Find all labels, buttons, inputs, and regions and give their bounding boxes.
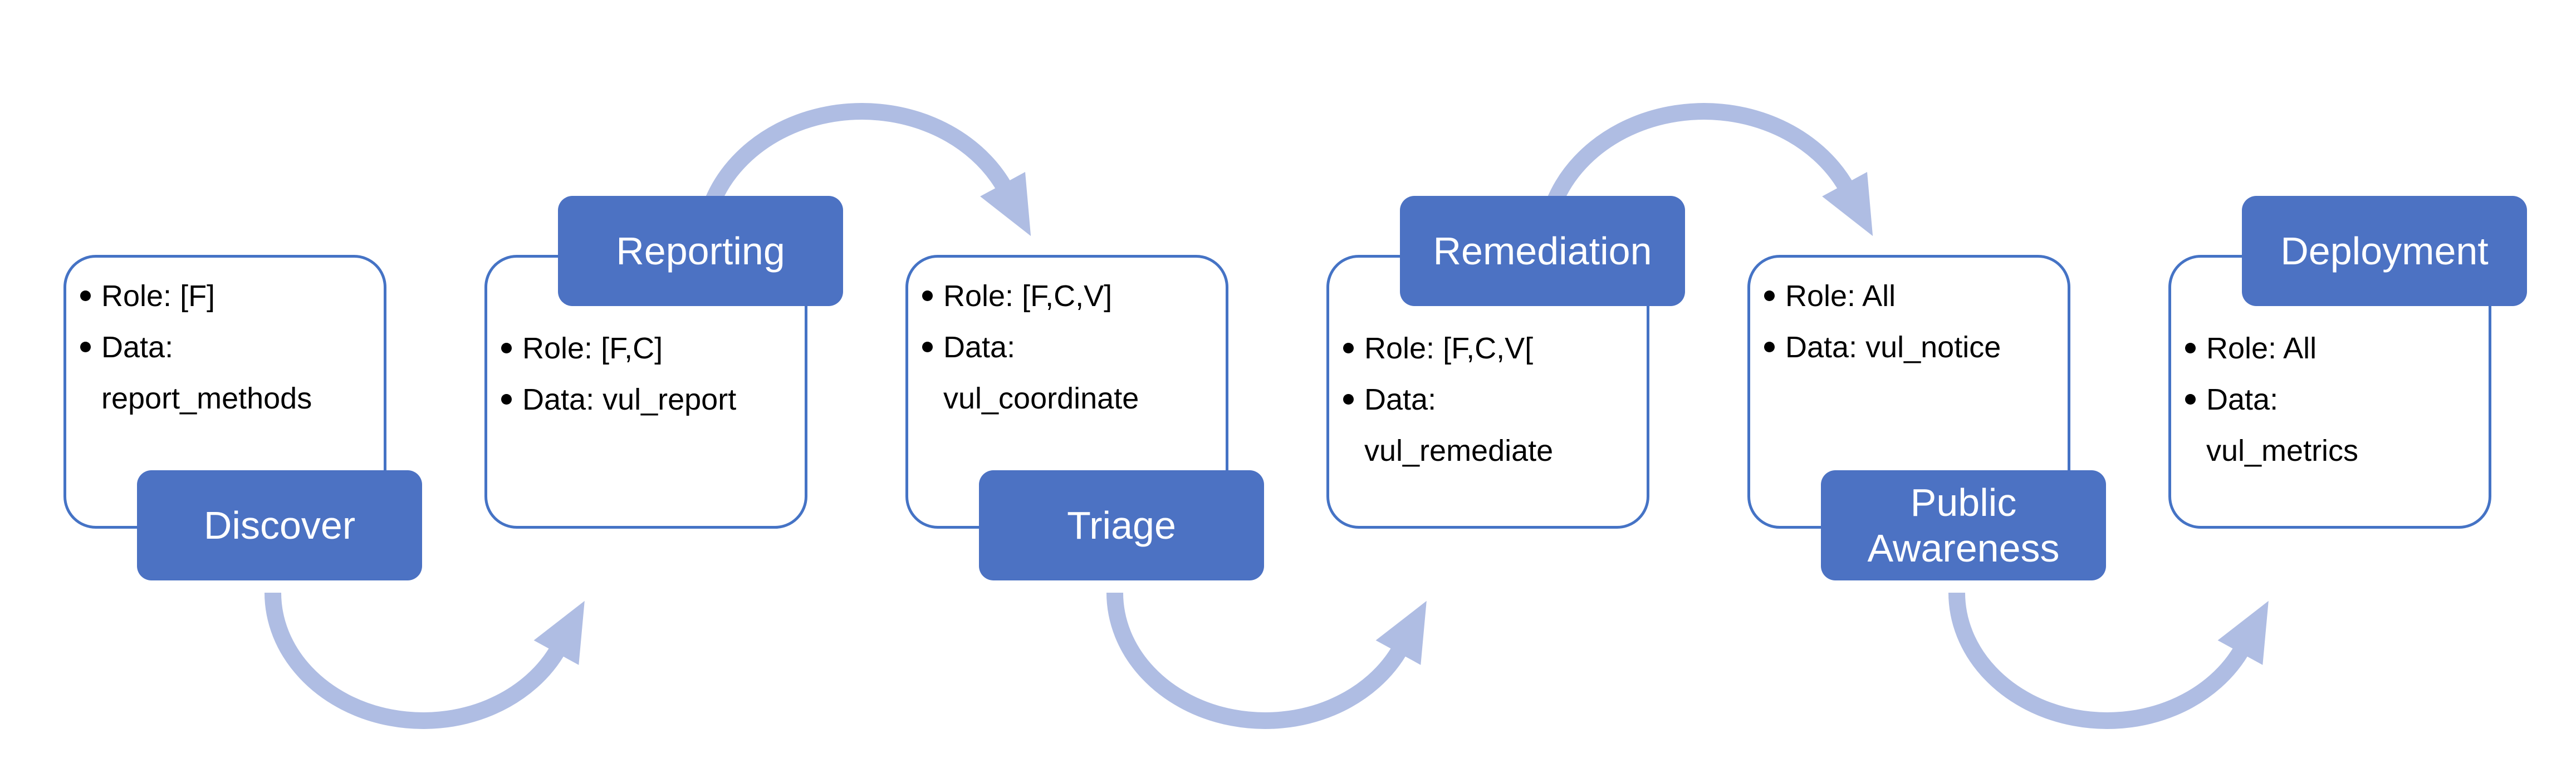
bullet-marker-icon — [80, 270, 101, 301]
stage-bullet-list: Role: [F,C,V] Data: vul_coordinate — [922, 270, 1223, 424]
bullet-text: Role: All — [1785, 270, 1896, 322]
bullet-text-line: Role: All — [2206, 332, 2317, 365]
bullet-text-line: report_methods — [101, 382, 312, 415]
arrow-arc — [1537, 103, 1855, 248]
stage-label-text: Remediation — [1433, 229, 1652, 273]
bullet-item: Role: All — [2185, 323, 2486, 374]
bullet-text-line: vul_coordinate — [943, 382, 1139, 415]
bullet-text: Data: report_methods — [101, 322, 312, 424]
bullet-marker-icon — [501, 374, 522, 405]
bullet-item: Data: vul_coordinate — [922, 322, 1223, 424]
bullet-item: Role: [F,C,V[ — [1343, 323, 1644, 374]
bullet-text: Data: vul_metrics — [2206, 374, 2358, 476]
stage-label-text: Deployment — [2280, 229, 2489, 273]
stage-bullet-list: Role: [F,C] Data: vul_report — [501, 323, 802, 425]
bullet-marker-icon — [1764, 270, 1785, 301]
bullet-text: Role: All — [2206, 323, 2317, 374]
bullet-text-line: Data: vul_notice — [1785, 331, 2001, 364]
bullet-text-line: vul_remediate — [1364, 434, 1554, 467]
bullet-text-line: Role: [F] — [101, 279, 216, 313]
bullet-item: Data: vul_report — [501, 374, 802, 425]
flow-arrow-remediation-to-public-awareness — [1537, 103, 1873, 248]
bullet-marker-icon — [922, 322, 943, 352]
bullet-item: Data: vul_notice — [1764, 322, 2065, 373]
bullet-marker-icon — [1764, 322, 1785, 352]
arrow-arc — [1106, 592, 1409, 729]
bullet-text-line: Role: [F,C] — [522, 332, 663, 365]
stage-label: Triage — [979, 470, 1264, 580]
bullet-text-line: Data: — [943, 331, 1016, 364]
arrowhead-icon — [980, 172, 1031, 237]
bullet-item: Role: [F,C] — [501, 323, 802, 374]
flow-arrow-public-awareness-to-deployment — [1948, 592, 2269, 729]
bullet-item: Data: vul_metrics — [2185, 374, 2486, 476]
bullet-text-line: Role: [F,C,V] — [943, 279, 1113, 313]
flow-arrow-reporting-to-triage — [695, 103, 1031, 248]
stage-label-text: Awareness — [1867, 526, 2060, 570]
bullet-text: Role: [F,C,V] — [943, 270, 1112, 322]
arrowhead-icon — [2217, 600, 2269, 665]
bullet-text-line: Data: — [2206, 383, 2279, 416]
arrow-arc — [695, 103, 1013, 248]
bullet-marker-icon — [2185, 323, 2206, 353]
bullet-item: Role: All — [1764, 270, 2065, 322]
bullet-marker-icon — [1343, 374, 1364, 405]
arrow-arc — [1948, 592, 2251, 729]
bullet-item: Role: [F,C,V] — [922, 270, 1223, 322]
bullet-marker-icon — [2185, 374, 2206, 405]
bullet-text-line: vul_metrics — [2206, 434, 2359, 467]
bullet-item: Role: [F] — [80, 270, 381, 322]
bullet-text: Data: vul_coordinate — [943, 322, 1139, 424]
stage-label: Deployment — [2242, 196, 2527, 306]
bullet-item: Data: vul_remediate — [1343, 374, 1644, 476]
bullet-marker-icon — [80, 322, 101, 352]
stage-label-text: Reporting — [616, 229, 785, 273]
stage-label-text: Discover — [203, 504, 356, 547]
bullet-text-line: Role: [F,C,V[ — [1364, 332, 1534, 365]
bullet-marker-icon — [922, 270, 943, 301]
bullet-text: Data: vul_notice — [1785, 322, 2001, 373]
bullet-text-line: Data: — [101, 331, 174, 364]
arrowhead-icon — [533, 600, 585, 665]
bullet-item: Data: report_methods — [80, 322, 381, 424]
bullet-text: Data: vul_remediate — [1364, 374, 1553, 476]
stage-label-text: Triage — [1067, 504, 1176, 547]
stage-label-text: Public — [1910, 481, 2017, 524]
stage-bullet-list: Role: [F] Data: report_methods — [80, 270, 381, 424]
arrow-arc — [265, 592, 567, 729]
bullet-text-line: Role: All — [1785, 279, 1896, 313]
stage-label: Discover — [137, 470, 422, 580]
stage-label: Remediation — [1400, 196, 1685, 306]
bullet-text: Role: [F] — [101, 270, 215, 322]
bullet-text: Data: vul_report — [522, 374, 736, 425]
flow-arrow-discover-to-reporting — [265, 592, 585, 729]
stage-bullet-list: Role: [F,C,V[ Data: vul_remediate — [1343, 323, 1644, 476]
bullet-marker-icon — [501, 323, 522, 353]
stage-label: Reporting — [558, 196, 843, 306]
arrowhead-icon — [1375, 600, 1427, 665]
bullet-text-line: Data: vul_report — [522, 383, 737, 416]
bullet-marker-icon — [1343, 323, 1364, 353]
arrowhead-icon — [1822, 172, 1873, 237]
flow-arrow-triage-to-remediation — [1106, 592, 1427, 729]
bullet-text: Role: [F,C,V[ — [1364, 323, 1533, 374]
bullet-text: Role: [F,C] — [522, 323, 663, 374]
bullet-text-line: Data: — [1364, 383, 1437, 416]
